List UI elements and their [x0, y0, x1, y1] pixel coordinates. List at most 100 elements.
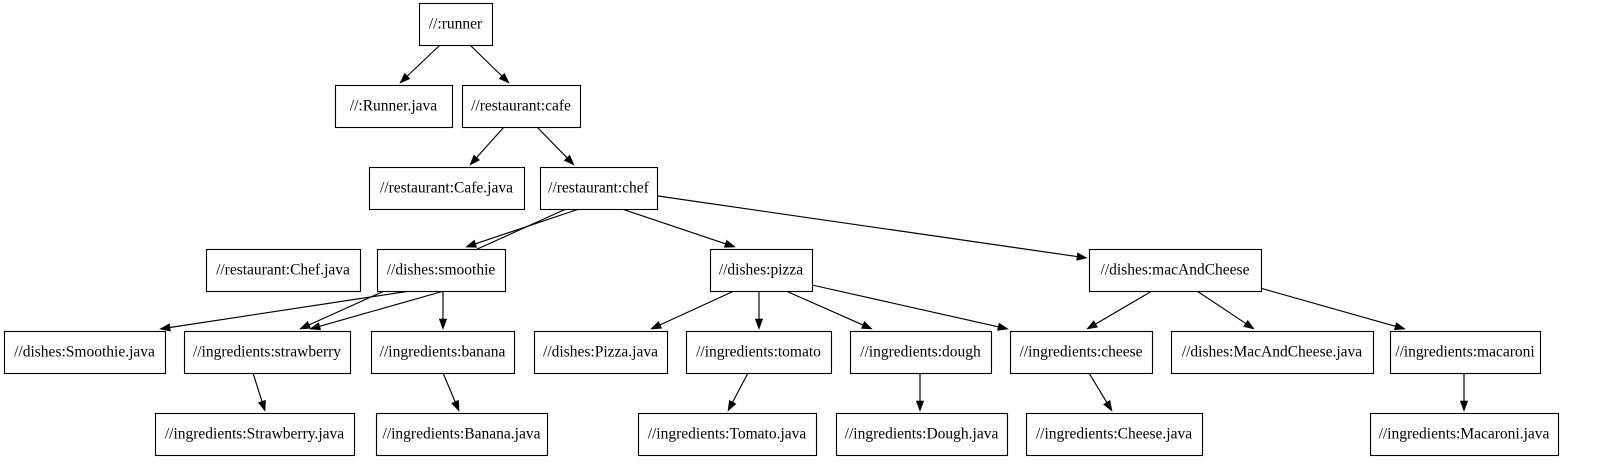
node-box[interactable] — [533, 330, 669, 375]
edge-cafe-to-cafe_java — [469, 126, 505, 166]
node-label: //ingredients:strawberry — [193, 344, 341, 361]
node-label: //dishes:macAndCheese — [1101, 262, 1250, 279]
node-box[interactable] — [1009, 330, 1154, 375]
arrowhead-icon — [727, 399, 737, 412]
node-runner_java[interactable]: //:Runner.java — [334, 84, 454, 129]
node-cafe_java[interactable]: //restaurant:Cafe.java — [368, 166, 526, 211]
node-box[interactable] — [849, 330, 993, 375]
node-box[interactable] — [1389, 330, 1542, 375]
node-dough[interactable]: //ingredients:dough — [849, 330, 993, 375]
node-box[interactable] — [418, 2, 494, 47]
node-smoothie[interactable]: //dishes:smoothie — [376, 248, 507, 293]
node-box[interactable] — [183, 330, 352, 375]
edge-line — [442, 372, 456, 403]
edge-runner-to-runner_java — [399, 44, 441, 84]
edge-cheese-to-cheese_java — [1088, 372, 1113, 412]
node-box[interactable] — [1369, 412, 1560, 457]
node-cheese[interactable]: //ingredients:cheese — [1009, 330, 1154, 375]
node-box[interactable] — [370, 330, 516, 375]
edge-line — [1252, 285, 1396, 327]
node-box[interactable] — [3, 330, 167, 375]
edge-runner-to-cafe — [469, 44, 510, 84]
node-label: //dishes:Smoothie.java — [14, 344, 155, 361]
edge-line — [469, 44, 503, 77]
edge-pizza-to-dough — [785, 290, 873, 330]
node-pizza_java[interactable]: //dishes:Pizza.java — [533, 330, 669, 375]
node-box[interactable] — [461, 84, 582, 129]
arrowhead-icon — [438, 318, 448, 330]
edge-banana-to-banana_java — [442, 372, 460, 412]
node-label: //ingredients:banana — [380, 344, 506, 361]
node-banana_java[interactable]: //ingredients:Banana.java — [375, 412, 549, 457]
node-box[interactable] — [539, 166, 659, 211]
node-label: //ingredients:macaroni — [1395, 344, 1535, 361]
edge-smoothie-to-smoothie_java — [159, 290, 411, 332]
arrowhead-icon — [754, 318, 764, 330]
edge-line — [657, 195, 1078, 258]
node-box[interactable] — [685, 330, 833, 375]
node-box[interactable] — [375, 412, 549, 457]
arrowhead-icon — [299, 320, 312, 330]
edge-line — [536, 126, 568, 159]
node-strawberry_java[interactable]: //ingredients:Strawberry.java — [154, 412, 356, 457]
edge-macaroni-to-macaroni_java — [1459, 373, 1469, 412]
node-cafe[interactable]: //restaurant:cafe — [461, 84, 582, 129]
node-box[interactable] — [1088, 248, 1263, 293]
node-cheese_java[interactable]: //ingredients:Cheese.java — [1025, 412, 1204, 457]
node-banana[interactable]: //ingredients:banana — [370, 330, 516, 375]
node-chef_java[interactable]: //restaurant:Chef.java — [205, 248, 362, 293]
node-label: //ingredients:Cheese.java — [1036, 426, 1192, 443]
edge-mac_and_cheese-to-macandcheese_java — [1196, 290, 1255, 330]
node-box[interactable] — [709, 248, 814, 293]
node-label: //dishes:MacAndCheese.java — [1182, 344, 1362, 361]
node-tomato[interactable]: //ingredients:tomato — [685, 330, 833, 375]
edge-smoothie-to-banana — [438, 291, 448, 330]
edge-strawberry-to-strawberry_java — [252, 372, 266, 412]
edge-line — [811, 284, 999, 328]
edge-line — [1095, 290, 1153, 325]
edge-line — [621, 208, 726, 245]
node-box[interactable] — [154, 412, 356, 457]
arrowhead-icon — [915, 400, 925, 412]
edge-line — [252, 372, 263, 402]
node-label: //ingredients:Macaroni.java — [1379, 426, 1550, 443]
node-label: //dishes:pizza — [719, 262, 803, 279]
node-box[interactable] — [1025, 412, 1204, 457]
node-box[interactable] — [835, 412, 1009, 457]
node-smoothie_java[interactable]: //dishes:Smoothie.java — [3, 330, 167, 375]
node-box[interactable] — [1170, 330, 1375, 375]
edge-line — [1088, 372, 1108, 403]
node-box[interactable] — [637, 412, 818, 457]
node-runner[interactable]: //:runner — [418, 2, 494, 47]
node-box[interactable] — [376, 248, 507, 293]
arrowhead-icon — [498, 72, 510, 84]
node-label: //ingredients:Strawberry.java — [165, 426, 344, 443]
edge-line — [785, 290, 864, 326]
arrowhead-icon — [1393, 322, 1406, 331]
edge-smoothie-to-strawberry — [309, 290, 445, 331]
arrowhead-icon — [399, 72, 411, 84]
node-label: //restaurant:chef — [548, 180, 650, 197]
node-box[interactable] — [368, 166, 526, 211]
edge-pizza-to-cheese — [811, 284, 1009, 331]
edge-chef-to-mac_and_cheese — [657, 195, 1088, 261]
edge-mac_and_cheese-to-macaroni — [1252, 285, 1406, 331]
node-box[interactable] — [205, 248, 362, 293]
node-label: //dishes:smoothie — [387, 262, 496, 279]
node-pizza[interactable]: //dishes:pizza — [709, 248, 814, 293]
node-chef[interactable]: //restaurant:chef — [539, 166, 659, 211]
arrowhead-icon — [159, 323, 171, 332]
node-macaroni[interactable]: //ingredients:macaroni — [1389, 330, 1542, 375]
node-strawberry[interactable]: //ingredients:strawberry — [183, 330, 352, 375]
edge-tomato-to-tomato_java — [727, 372, 749, 412]
node-macandcheese_java[interactable]: //dishes:MacAndCheese.java — [1170, 330, 1375, 375]
arrowhead-icon — [309, 322, 322, 331]
node-dough_java[interactable]: //ingredients:Dough.java — [835, 412, 1009, 457]
node-tomato_java[interactable]: //ingredients:Tomato.java — [637, 412, 818, 457]
node-box[interactable] — [334, 84, 454, 129]
node-label: //restaurant:Chef.java — [216, 262, 350, 279]
node-mac_and_cheese[interactable]: //dishes:macAndCheese — [1088, 248, 1263, 293]
node-macaroni_java[interactable]: //ingredients:Macaroni.java — [1369, 412, 1560, 457]
